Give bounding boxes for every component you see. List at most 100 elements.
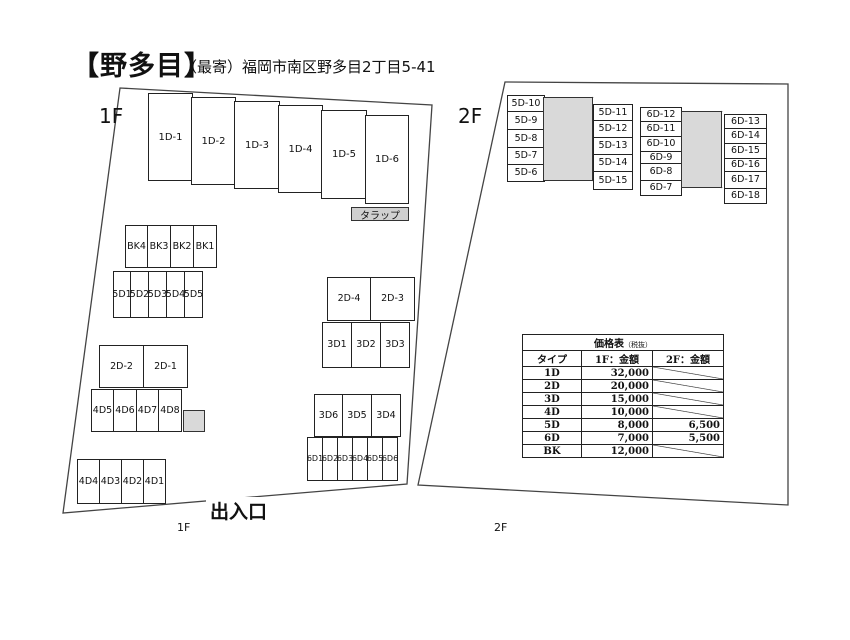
price-1f-cell: 10,000: [581, 405, 653, 419]
header-2f: 2F：金額: [652, 350, 724, 367]
unit-6d-7: 6D-7: [640, 181, 682, 196]
unit-1d-4: 1D-4: [278, 105, 323, 193]
table-row: 3D 15,000: [522, 392, 724, 406]
unit-2d-2: 2D-2: [99, 345, 144, 388]
unit-6d-18: 6D-18: [724, 189, 767, 204]
price-2f-cell: 6,500: [652, 418, 724, 432]
floor1-label: 1F: [99, 104, 124, 128]
unit-2d-4: 2D-4: [327, 277, 371, 321]
price-1f-cell: 12,000: [581, 444, 653, 458]
price-1f-cell: 8,000: [581, 418, 653, 432]
unit-5d-11: 5D-11: [593, 104, 633, 121]
floor2-label: 2F: [458, 104, 483, 128]
unit-6d-9: 6D-9: [640, 152, 682, 164]
unit-5d-12: 5D-12: [593, 121, 633, 138]
unit-5d-14: 5D-14: [593, 155, 633, 172]
table-row: 4D 10,000: [522, 405, 724, 419]
type-cell: BK: [522, 444, 582, 458]
col-6d-right: 6D-13 6D-14 6D-15 6D-16 6D-17 6D-18: [724, 114, 767, 204]
entrance-label: 出入口: [206, 497, 272, 524]
unit-6d-14: 6D-14: [724, 129, 767, 144]
price-2f-cell-empty: [652, 392, 724, 406]
table-row: 5D 8,000 6,500: [522, 418, 724, 432]
unit-5d-13: 5D-13: [593, 138, 633, 155]
price-2f-cell-empty: [652, 405, 724, 419]
type-cell: 3D: [522, 392, 582, 406]
table-row: 1D 32,000: [522, 366, 724, 380]
d2-left-row: 2D-2 2D-1: [99, 345, 188, 388]
price-table: 価格表（税抜） タイプ 1F：金額 2F：金額 1D 32,000 2D 20,…: [522, 334, 724, 458]
unit-6d-11: 6D-11: [640, 122, 682, 137]
price-2f-cell: 5,500: [652, 431, 724, 445]
type-cell: 2D: [522, 379, 582, 393]
unit-5d-10: 5D-10: [507, 95, 545, 112]
unit-1d-5: 1D-5: [321, 110, 367, 199]
unit-1d-3: 1D-3: [234, 101, 280, 189]
price-1f-cell: 32,000: [581, 366, 653, 380]
header-type: タイプ: [522, 350, 582, 367]
unit-2d-1: 2D-1: [144, 345, 188, 388]
floor1-bottom-label: 1F: [177, 521, 191, 534]
unit-5d-8: 5D-8: [507, 130, 545, 148]
unit-6d-8: 6D-8: [640, 164, 682, 181]
price-1f-cell: 7,000: [581, 431, 653, 445]
col-5d-left: 5D-10 5D-9 5D-8 5D-7 5D-6: [507, 95, 545, 182]
price-1f-cell: 15,000: [581, 392, 653, 406]
type-cell: 6D: [522, 431, 582, 445]
header-1f: 1F：金額: [581, 350, 653, 367]
floor2-bottom-label: 2F: [494, 521, 508, 534]
unit-5d-9: 5D-9: [507, 112, 545, 130]
site-address: （最寄）福岡市南区野多目2丁目5-41: [182, 58, 436, 76]
unit-5d-7: 5D-7: [507, 148, 545, 165]
type-cell: 5D: [522, 418, 582, 432]
type-cell: 1D: [522, 366, 582, 380]
col-6d-left: 6D-12 6D-11 6D-10 6D-9 6D-8 6D-7: [640, 107, 682, 196]
price-2f-cell-empty: [652, 444, 724, 458]
unit-5d-6: 5D-6: [507, 165, 545, 182]
unit-2d-3: 2D-3: [371, 277, 415, 321]
type-cell: 4D: [522, 405, 582, 419]
unit-1d-2: 1D-2: [191, 97, 236, 185]
trap-ladder: タラップ: [351, 207, 409, 222]
unit-1d-6: 1D-6: [365, 115, 409, 204]
col-5d-right: 5D-11 5D-12 5D-13 5D-14 5D-15: [593, 104, 633, 190]
unit-6d-16: 6D-16: [724, 159, 767, 172]
unit-6d-10: 6D-10: [640, 137, 682, 152]
void-area-2: [681, 111, 722, 188]
price-2f-cell-empty: [652, 366, 724, 380]
d2-right-row: 2D-4 2D-3: [327, 277, 415, 321]
unit-6d-12: 6D-12: [640, 107, 682, 122]
